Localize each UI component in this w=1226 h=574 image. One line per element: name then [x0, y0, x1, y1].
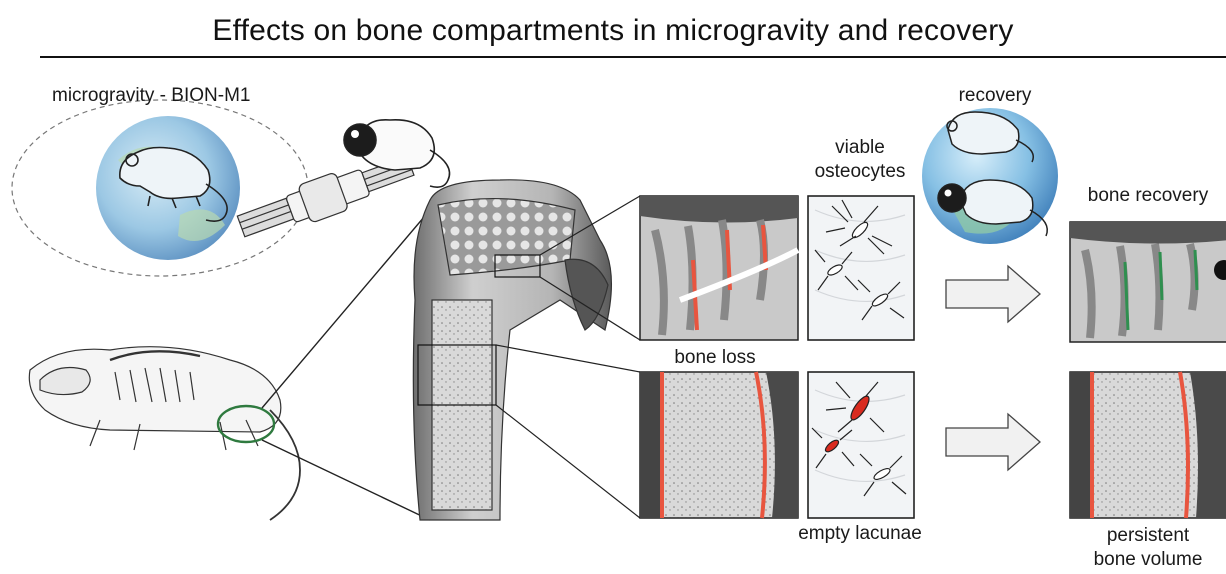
bone-loss-label: bone loss — [650, 346, 780, 370]
trabecular-bone-loss-panel — [640, 196, 798, 340]
microgravity-label: microgravity - BION-M1 — [52, 84, 250, 108]
trabecular-bone-recovery-panel — [1070, 222, 1226, 342]
recovery-label: recovery — [940, 84, 1050, 108]
recovery-arrow-bottom — [946, 414, 1040, 470]
persistent-label-line1: persistent — [1070, 524, 1226, 548]
zoom-lines-femur — [262, 210, 430, 520]
viable-label-line1: viable — [800, 136, 920, 160]
persistent-label-line2: bone volume — [1070, 548, 1226, 572]
empty-lacunae-label: empty lacunae — [780, 522, 940, 546]
cortical-persistent-bone-panel — [1070, 372, 1226, 518]
cortical-bone-loss-panel — [640, 372, 798, 518]
viable-osteocytes-panel — [808, 196, 914, 340]
bone-recovery-label: bone recovery — [1070, 184, 1226, 208]
recovery-arrow-top — [946, 266, 1040, 322]
rat-skeleton-illustration — [29, 347, 300, 520]
empty-lacunae-panel — [808, 372, 914, 518]
viable-label-line2: osteocytes — [800, 160, 920, 184]
